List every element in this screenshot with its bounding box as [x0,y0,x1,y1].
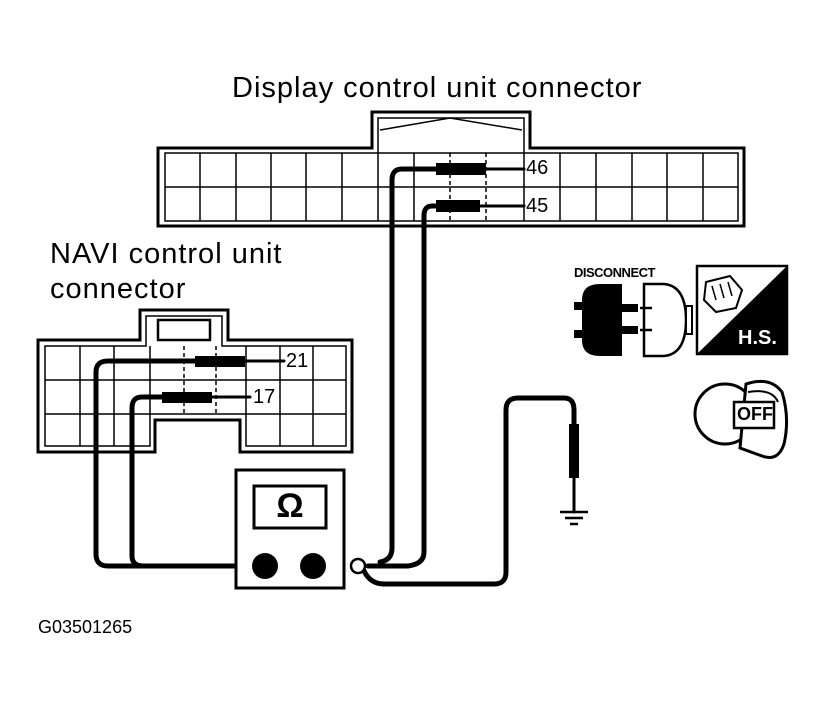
wire-ground [359,395,577,587]
probe-display-46 [436,163,486,175]
ground-icon [560,510,588,526]
probe-navi-17 [162,392,212,403]
probe-ground [569,424,579,478]
pin-label-45: 45 [526,195,549,217]
wire-navi-21 [93,358,265,569]
probe-display-45 [436,200,480,212]
disconnect-label: DISCONNECT [574,265,655,280]
hs-label: H.S. [738,327,777,349]
wire-navi-17 [129,394,165,569]
ohmmeter [234,468,367,590]
pin-label-17: 17 [253,386,276,408]
display-connector-title: Display control unit connector [232,72,643,104]
pin-label-46: 46 [526,157,549,179]
ohm-symbol: Ω [276,487,304,525]
navi-connector-body [36,308,354,454]
ohmmeter-display [252,484,328,530]
navi-connector-title-line2: connector [50,273,187,305]
ignition-off-label: OFF [737,404,773,424]
disconnect-icon [574,282,693,358]
ohmmeter-terminal-right [300,553,326,579]
ohmmeter-terminal-left [252,553,278,579]
display-connector-body [156,110,746,228]
figure-code: G03501265 [38,617,133,637]
pin-label-21: 21 [286,350,309,372]
ignition-off-icon [693,379,789,459]
navi-connector [36,308,354,454]
display-connector-key [379,117,523,131]
navi-connector-title-line1: NAVI control unit [50,238,283,270]
navi-connector-frame [44,315,347,447]
test-leads [93,163,579,587]
wire-display-45 [365,203,439,569]
display-connector [156,110,746,228]
wire-junction [349,557,367,575]
wire-display-46 [377,166,439,565]
navi-connector-latch [156,318,212,342]
hs-icon [695,264,789,356]
probe-navi-21 [195,356,245,367]
